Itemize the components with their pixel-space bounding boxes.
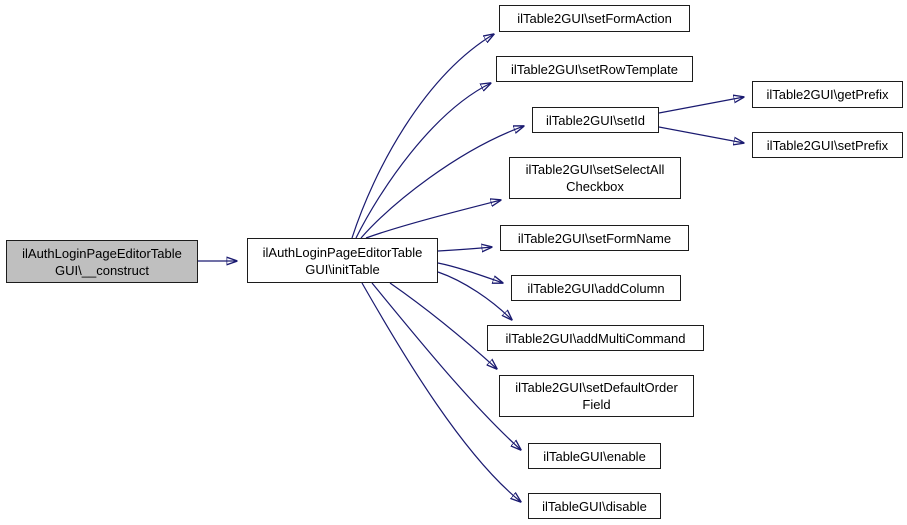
node-iltable2gui-setformname[interactable]: ilTable2GUI\setFormName	[500, 225, 689, 251]
node-iltable2gui-addmulticommand[interactable]: ilTable2GUI\addMultiCommand	[487, 325, 704, 351]
edge-initTable-addColumn	[437, 262, 503, 283]
node-label-line: Field	[582, 397, 611, 412]
edge-setId-getPrefix	[658, 97, 744, 114]
node-iltable2gui-addcolumn[interactable]: ilTable2GUI\addColumn	[511, 275, 681, 301]
node-iltable2gui-setrowtemplate[interactable]: ilTable2GUI\setRowTemplate	[496, 56, 693, 82]
node-iltable2gui-getprefix[interactable]: ilTable2GUI\getPrefix	[752, 81, 903, 108]
node-label-line: ilTable2GUI\setRowTemplate	[511, 61, 678, 77]
node-iltablegui-enable[interactable]: ilTableGUI\enable	[528, 443, 661, 469]
node-label-line: ilAuthLoginPageEditorTable	[262, 244, 423, 260]
node-ilauthloginpageeditortablegui-inittable[interactable]: ilAuthLoginPageEditorTable GUI\initTable	[247, 238, 438, 283]
node-label-line: ilAuthLoginPageEditorTable	[22, 245, 182, 261]
node-ilauthloginpageeditortablegui-construct: ilAuthLoginPageEditorTable GUI\__constru…	[6, 240, 198, 283]
node-label-line: GUI\initTable	[305, 261, 380, 277]
edge-initTable-setId	[360, 126, 524, 239]
node-iltable2gui-setprefix[interactable]: ilTable2GUI\setPrefix	[752, 132, 903, 158]
node-label-line: GUI\__construct	[55, 262, 149, 278]
node-iltable2gui-setdefaultorderfield[interactable]: ilTable2GUI\setDefaultOrder Field	[499, 375, 694, 417]
edge-initTable-setFormAction	[351, 34, 494, 239]
edge-initTable-disable	[361, 282, 521, 502]
node-label-line: ilTable2GUI\setDefaultOrder	[515, 380, 678, 395]
node-label-line: ilTable2GUI\addMultiCommand	[505, 330, 686, 346]
node-label-line: ilTable2GUI\setPrefix	[766, 137, 889, 153]
edge-initTable-enable	[371, 282, 521, 450]
node-label-line: Checkbox	[566, 179, 624, 194]
node-iltablegui-disable[interactable]: ilTableGUI\disable	[528, 493, 661, 519]
edge-initTable-setRowTemplate	[355, 83, 491, 239]
node-label-line: ilTable2GUI\setSelectAll	[525, 162, 665, 177]
node-label-line: ilTable2GUI\setFormAction	[517, 11, 672, 26]
node-label-line: ilTable2GUI\getPrefix	[766, 87, 889, 102]
node-iltable2gui-setformaction[interactable]: ilTable2GUI\setFormAction	[499, 5, 690, 32]
node-label-line: ilTable2GUI\addColumn	[527, 280, 665, 296]
node-iltable2gui-setid[interactable]: ilTable2GUI\setId	[532, 107, 659, 133]
edge-initTable-addMultiCommand	[437, 271, 512, 320]
node-label-line: ilTable2GUI\setId	[546, 112, 645, 128]
edge-initTable-setSelectAllCheckbox	[365, 200, 501, 239]
node-label-line: ilTableGUI\enable	[543, 448, 646, 464]
node-label-line: ilTable2GUI\setFormName	[517, 230, 672, 246]
edge-setId-setPrefix	[658, 126, 744, 143]
edge-initTable-setDefaultOrderField	[389, 282, 497, 369]
node-label-line: ilTableGUI\disable	[542, 498, 647, 514]
node-iltable2gui-setselectallcheckbox[interactable]: ilTable2GUI\setSelectAll Checkbox	[509, 157, 681, 199]
edge-initTable-setFormName	[437, 247, 492, 251]
